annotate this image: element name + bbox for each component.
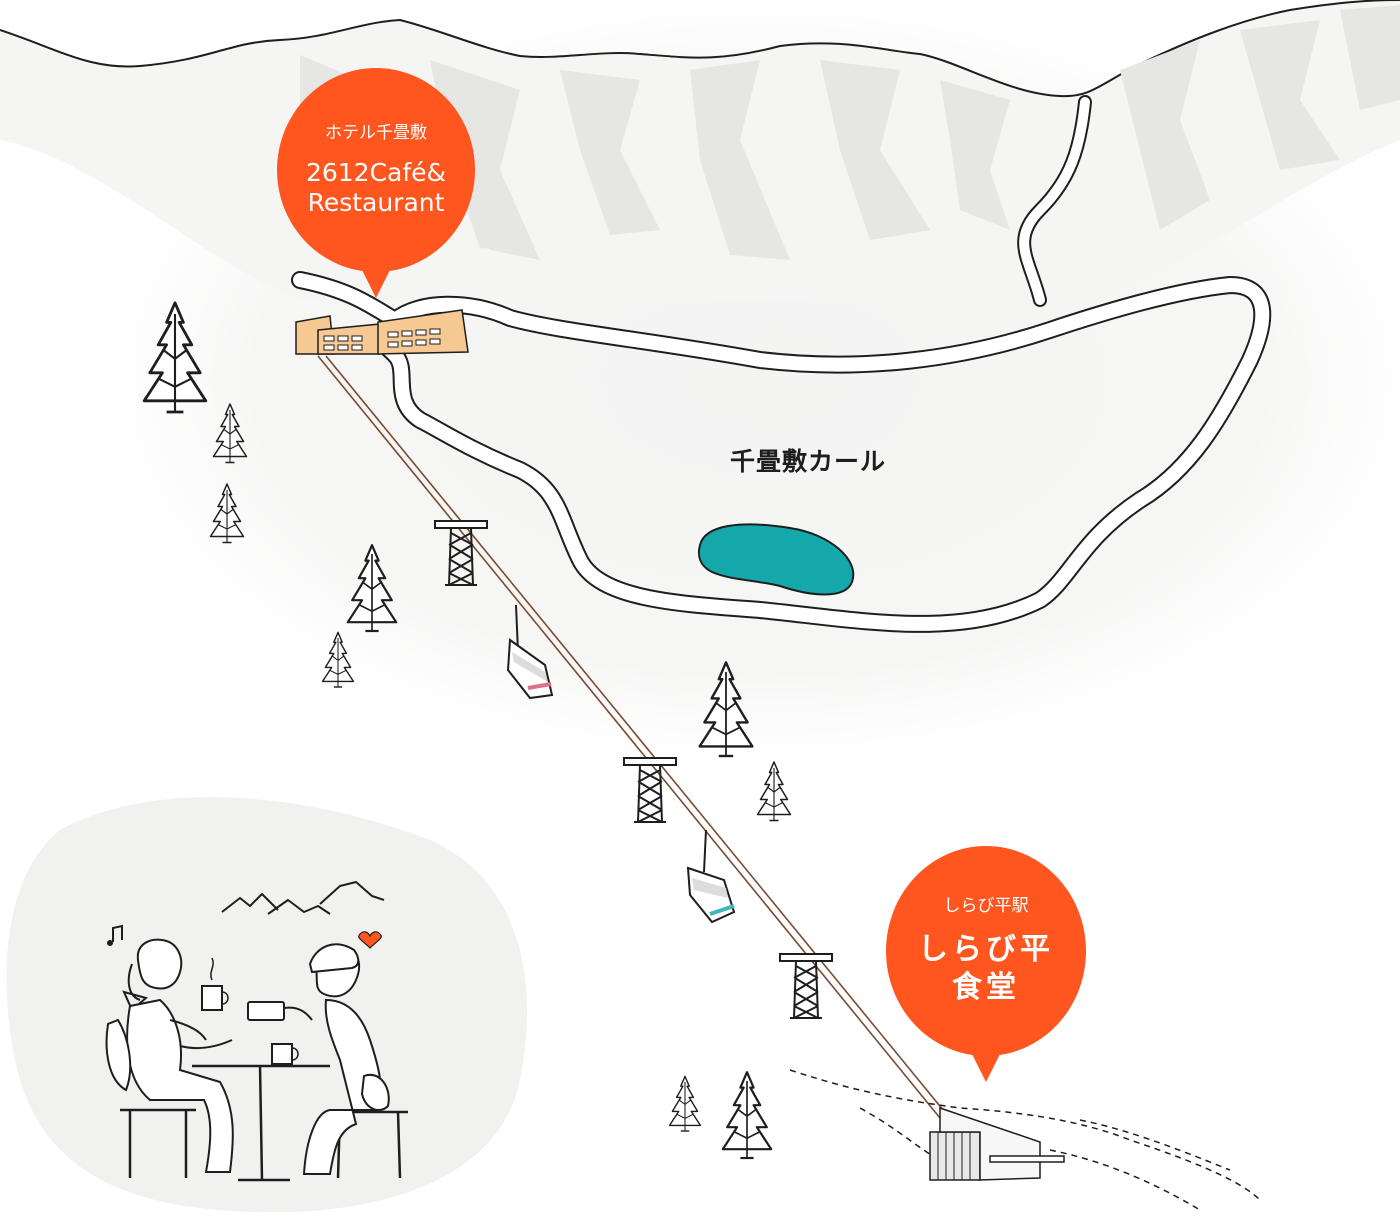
hotel-station-name: ホテル千畳敷 [325, 123, 427, 143]
hotel-building [295, 309, 469, 355]
gondola-teal [686, 829, 736, 924]
mountain-road [291, 95, 1272, 633]
shirabidaira-restaurant-pin[interactable]: しらび平駅 しらび平 食堂 [886, 846, 1086, 1082]
cirque-label: 千畳敷カール [730, 447, 887, 476]
shirabidaira-station-name: しらび平駅 [943, 896, 1029, 916]
pond [697, 523, 855, 596]
tree [721, 1071, 773, 1160]
hotel-restaurant-name: 2612Café&Restaurant [305, 158, 447, 217]
ropeway-cable [317, 355, 949, 1119]
shirabidaira-station [789, 1069, 1261, 1211]
hotel-restaurant-pin[interactable]: ホテル千畳敷 2612Café&Restaurant [277, 68, 475, 298]
tree [668, 1075, 702, 1132]
cafe-illustration [6, 797, 528, 1213]
shirabidaira-restaurant-name: しらび平 食堂 [918, 932, 1054, 1005]
gondola-red [506, 604, 554, 700]
